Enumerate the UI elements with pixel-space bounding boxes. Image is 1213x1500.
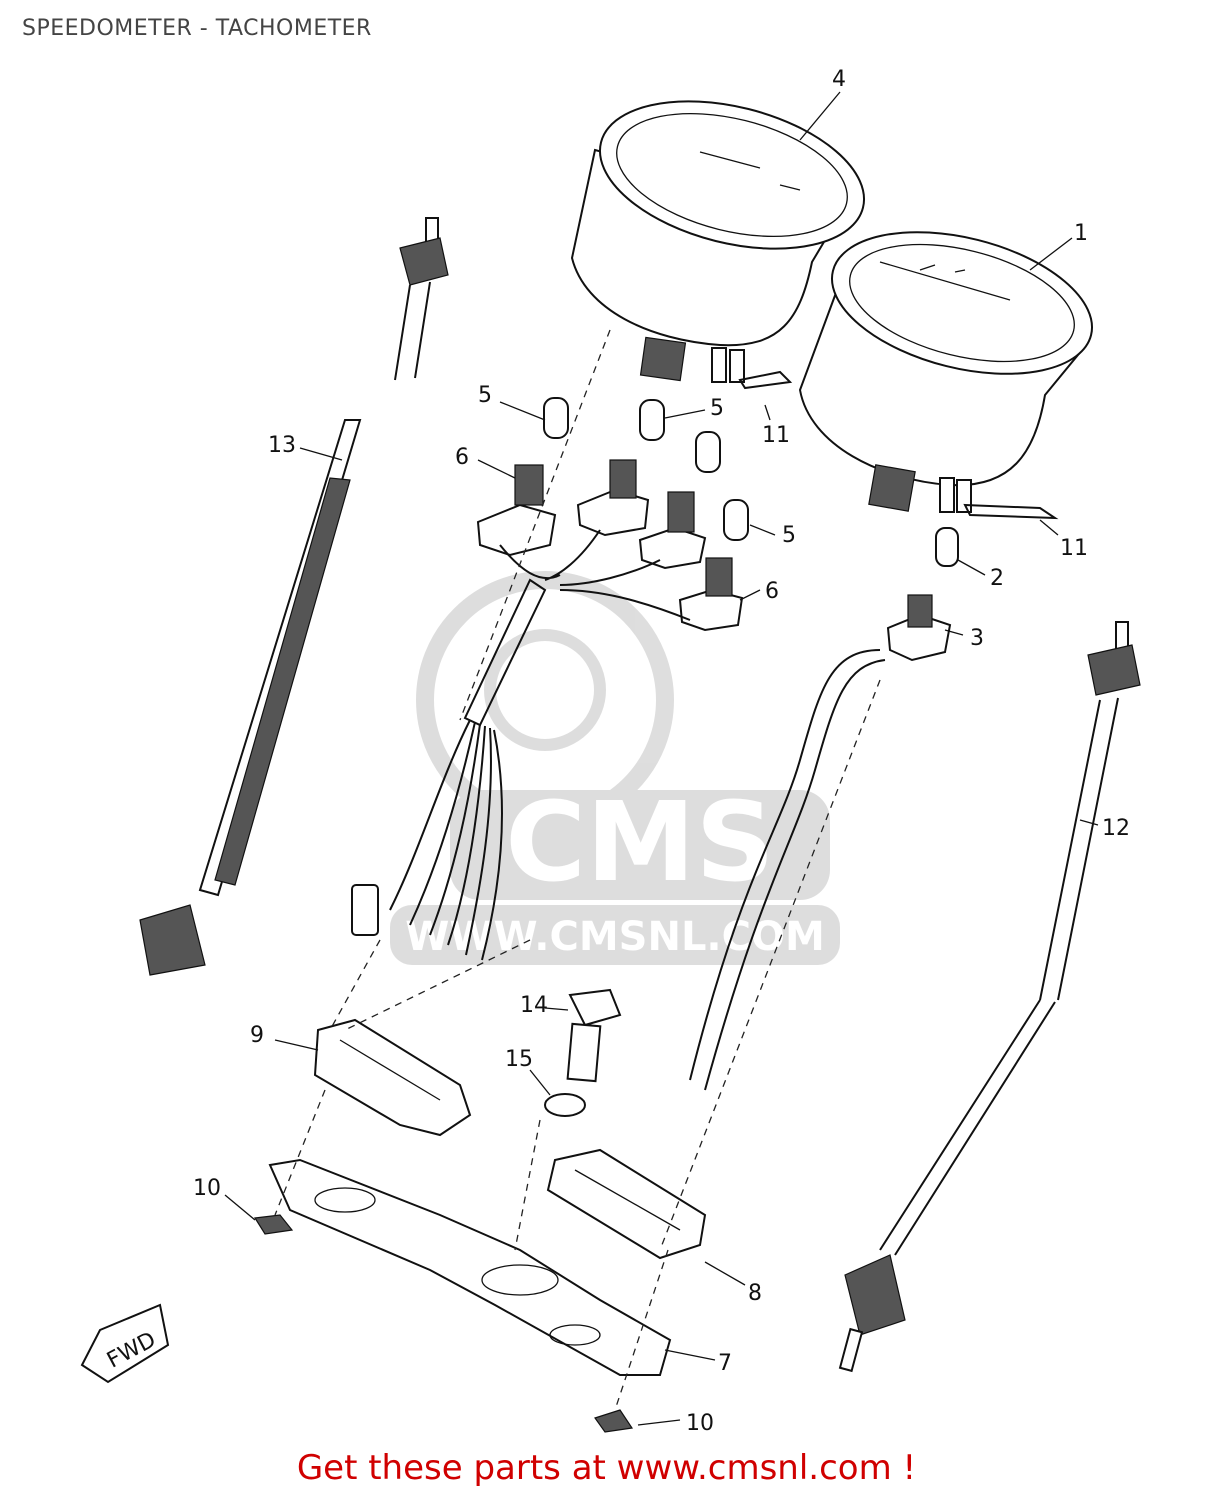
part-7-plate [268, 1158, 672, 1376]
callout-6-right: 6 [765, 579, 779, 604]
part-8-bracket [546, 1148, 707, 1260]
part-4-speedometer [570, 100, 866, 390]
watermark-logo-text: CMS [505, 778, 774, 906]
alignment-lines [274, 329, 881, 1411]
callout-11-lower: 11 [1060, 536, 1088, 561]
callout-labels: 4 1 2 3 5 5 5 6 6 11 11 12 13 9 10 10 7 … [193, 67, 1130, 1436]
leader-lines [224, 91, 1099, 1426]
watermark-logo-badge [450, 790, 830, 900]
part-12-cable [838, 621, 1141, 1373]
fwd-arrow-icon: FWD [80, 1303, 170, 1384]
callout-10-lower: 10 [686, 1411, 714, 1436]
footer-promo-text[interactable]: Get these parts at www.cmsnl.com ! [296, 1448, 917, 1488]
part-14-15-bolt-washer [544, 988, 622, 1117]
callout-5-right: 5 [782, 523, 796, 548]
part-10-nut-upper [253, 1214, 294, 1235]
callout-5-middle: 5 [710, 396, 724, 421]
part-1-tachometer [798, 231, 1094, 520]
part-2-bulb [935, 527, 959, 567]
part-13-cable [139, 217, 449, 976]
callout-15: 15 [505, 1047, 533, 1072]
callout-3: 3 [970, 626, 984, 651]
part-10-nut-lower [594, 1409, 634, 1433]
callout-10-upper: 10 [193, 1176, 221, 1201]
part-5-bulbs [543, 397, 959, 567]
callout-5-left: 5 [478, 383, 492, 408]
part-9-bracket [313, 1018, 472, 1137]
callout-13: 13 [268, 433, 296, 458]
part-6-sockets-harness [351, 459, 952, 1091]
callout-2: 2 [990, 566, 1004, 591]
callout-4: 4 [832, 67, 846, 92]
callout-12: 12 [1102, 816, 1130, 841]
page-title: SPEEDOMETER - TACHOMETER [22, 16, 372, 41]
callout-6-left: 6 [455, 445, 469, 470]
callout-7: 7 [718, 1351, 732, 1376]
callout-14: 14 [520, 993, 548, 1018]
callout-11-upper: 11 [762, 423, 790, 448]
watermark-url-text: WWW.CMSNL.COM [405, 914, 825, 960]
callout-1: 1 [1074, 221, 1088, 246]
watermark-face-icon [484, 629, 606, 751]
callout-9: 9 [250, 1023, 264, 1048]
cmsnl-watermark: CMS WWW.CMSNL.COM [390, 571, 840, 965]
callout-8: 8 [748, 1281, 762, 1306]
